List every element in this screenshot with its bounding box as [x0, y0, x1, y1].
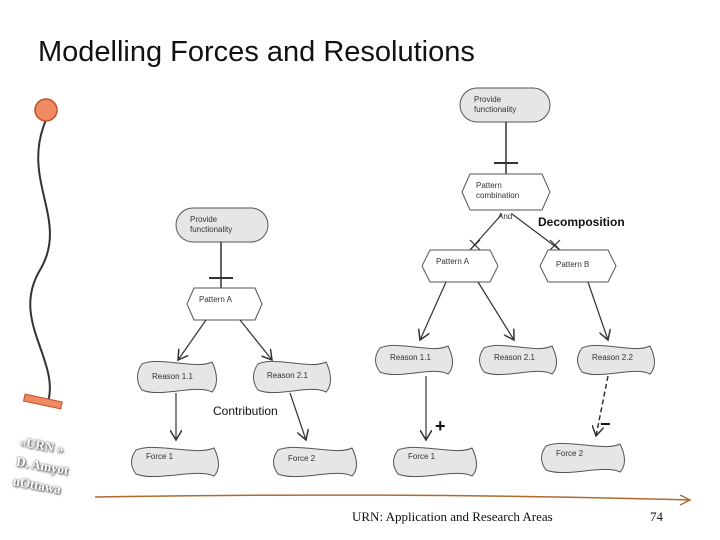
- softgoal-reason-2-2: Reason 2.2: [577, 344, 655, 376]
- softgoal-force-1-left-label: Force 1: [146, 452, 174, 461]
- softgoal-reason-2-1-left: Reason 2.1: [253, 360, 331, 394]
- softgoal-reason-1-1-left-label: Reason 1.1: [152, 372, 193, 381]
- softgoal-reason-1-1-left: Reason 1.1: [137, 360, 217, 394]
- contribution-label: Contribution: [213, 404, 278, 418]
- goal-provide-top: Provide functionality: [459, 87, 551, 123]
- minus-contribution-label: −: [600, 414, 611, 434]
- softgoal-force-2-right: Force 2: [541, 442, 625, 474]
- task-pattern-combination: Pattern combination: [461, 173, 551, 211]
- author-stamp: «URN » D. Amyot uOttawa: [8, 432, 120, 528]
- softgoal-force-1-left: Force 1: [131, 446, 219, 478]
- softgoal-reason-2-2-label: Reason 2.2: [592, 353, 633, 362]
- softgoal-force-1-right-label: Force 1: [408, 452, 436, 461]
- task-pattern-b-label: Pattern B: [556, 260, 589, 269]
- softgoal-reason-2-1-right: Reason 2.1: [479, 344, 557, 376]
- page-number: 74: [650, 509, 663, 524]
- decomposition-cross-b-icon: [549, 239, 561, 251]
- softgoal-reason-1-1-right-label: Reason 1.1: [390, 353, 431, 362]
- slide-title: Modelling Forces and Resolutions: [38, 36, 475, 68]
- plus-contribution-label: +: [435, 416, 446, 436]
- task-pattern-b: Pattern B: [539, 249, 617, 283]
- softgoal-force-2-right-label: Force 2: [556, 449, 584, 458]
- timeline-arrow-head-icon: [679, 494, 692, 506]
- softgoal-force-2-left-label: Force 2: [288, 454, 316, 463]
- goal-provide-top-line2: functionality: [474, 105, 516, 114]
- pin-head-icon: [34, 98, 58, 122]
- timeline-arrow: [94, 494, 691, 501]
- softgoal-reason-2-1-right-label: Reason 2.1: [494, 353, 535, 362]
- goal-provide-top-line1: Provide: [474, 95, 502, 104]
- decomposition-cross-a-icon: [469, 239, 481, 251]
- goal-provide-left-line2: functionality: [190, 225, 232, 234]
- task-pattern-a-left: Pattern A: [186, 287, 263, 321]
- task-pattern-a-right: Pattern A: [421, 249, 499, 283]
- decomposition-label: Decomposition: [538, 215, 625, 229]
- softgoal-force-1-right: Force 1: [393, 446, 477, 478]
- task-pattern-combination-line2: combination: [476, 191, 519, 200]
- softgoal-force-2-left: Force 2: [273, 446, 357, 478]
- and-label: And: [498, 212, 512, 221]
- goal-provide-left-line1: Provide: [190, 215, 218, 224]
- pin-base-icon: [22, 393, 63, 410]
- goal-provide-left: Provide functionality: [175, 207, 269, 243]
- task-pattern-a-right-label: Pattern A: [436, 257, 470, 266]
- task-pattern-a-left-label: Pattern A: [199, 295, 233, 304]
- slide-footer: URN: Application and Research Areas: [352, 509, 553, 524]
- pin-decoration: [22, 98, 63, 410]
- softgoal-reason-2-1-left-label: Reason 2.1: [267, 371, 308, 380]
- softgoal-reason-1-1-right: Reason 1.1: [375, 344, 453, 376]
- task-pattern-combination-line1: Pattern: [476, 181, 502, 190]
